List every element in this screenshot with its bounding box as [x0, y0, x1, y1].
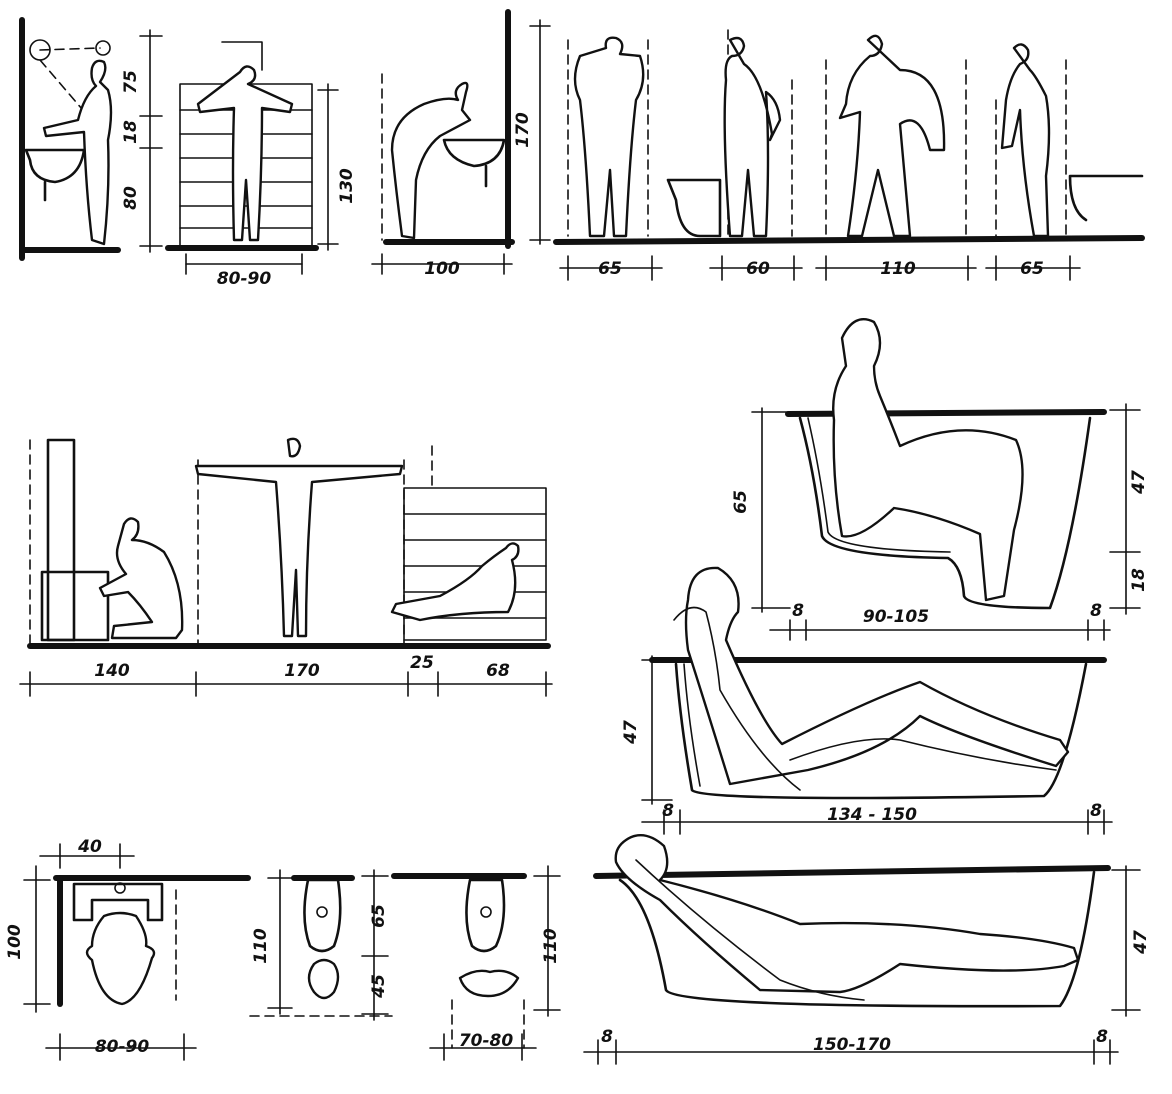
dim-plan3-b: 45: [369, 974, 389, 999]
dim-gap: 25: [410, 653, 434, 673]
bidet-plan-a: 110: [249, 869, 393, 1017]
dim-dress-4: 65: [1020, 259, 1044, 279]
dim-plan1-top: 40: [77, 837, 102, 857]
dim-tub1-height: 65: [731, 490, 751, 514]
dim-basin-a: 75: [121, 70, 141, 94]
dim-tub3-length: 150-170: [813, 1035, 891, 1055]
dim-plan4-depth: 110: [541, 928, 561, 964]
bending-basin-elevation: 100 170: [371, 9, 551, 279]
reclining-bathtub: 47 8 134 - 150 8: [621, 566, 1113, 835]
dim-plan2-depth: 110: [251, 928, 271, 964]
dim-basin-b: 18: [121, 120, 141, 144]
dim-tub1-wall-left: 8: [792, 601, 804, 621]
dim-dress-3: 110: [880, 259, 916, 279]
dim-tub1-seat: 18: [1129, 568, 1149, 592]
basin-vertical-dimension: 75 18 80: [121, 29, 163, 253]
dim-tub1-rim: 47: [1129, 470, 1149, 495]
dim-shower-height: 130: [337, 168, 357, 204]
lying-bathtub: 47 8 150-170 8: [583, 834, 1151, 1065]
washbasin-plan: 40 100 80-90: [5, 837, 251, 1061]
dim-tub1-length: 90-105: [863, 607, 929, 627]
dim-plan4-width: 70-80: [459, 1031, 514, 1051]
dim-tub2-wall-left: 8: [662, 801, 674, 821]
dim-plan1-depth: 100: [5, 924, 25, 960]
dim-bend-height: 170: [513, 112, 533, 148]
dim-dress-2: 60: [746, 259, 770, 279]
dim-tub2-height: 47: [621, 720, 641, 745]
dim-arms: 170: [284, 661, 320, 681]
washbasin-elevation: [19, 17, 121, 261]
dim-heater: 140: [94, 661, 130, 681]
dim-tub2-length: 134 - 150: [827, 805, 917, 825]
shower-elevation: 80-90 130: [165, 41, 357, 289]
dim-shower-width: 80-90: [217, 269, 272, 289]
dim-tub2-wall-right: 8: [1090, 801, 1102, 821]
sitting-bathtub: 65 47 18 8 90-105 8: [731, 318, 1149, 641]
dim-plan1-width: 80-90: [95, 1037, 150, 1057]
dim-plan3-a: 65: [369, 904, 389, 928]
dim-basin-c: 80: [121, 186, 141, 210]
dim-dress-1: 65: [598, 259, 622, 279]
dim-bend-width: 100: [424, 259, 460, 279]
dressing-figures: 65 60 110 65: [553, 29, 1145, 281]
dim-tub3-wall-left: 8: [601, 1027, 613, 1047]
bidet-plan-b: 65 45 110 70-80: [361, 865, 561, 1061]
heater-and-bath-row: 140 170 25 68: [19, 437, 553, 697]
dim-tub3-wall-right: 8: [1096, 1027, 1108, 1047]
dim-tub1-wall-right: 8: [1090, 601, 1102, 621]
dim-tub3-height: 47: [1131, 930, 1151, 955]
dim-bath: 68: [486, 661, 510, 681]
